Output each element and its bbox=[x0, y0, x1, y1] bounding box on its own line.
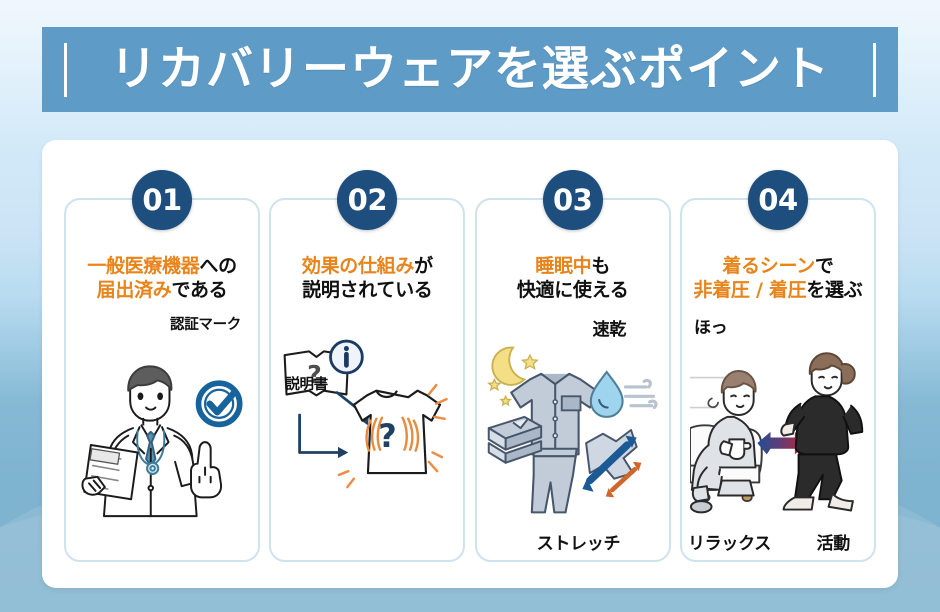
stretch-fabric-icon bbox=[582, 429, 641, 498]
stars-icon bbox=[486, 353, 539, 407]
title-banner: リカバリーウェアを選ぶポイント bbox=[42, 27, 898, 112]
card-02-heading: 効果の仕組みが 説明されている bbox=[302, 254, 433, 303]
cards-row: 01 一般医療機器への 届出済みである bbox=[42, 140, 898, 588]
card-02-heading-part-1: 効果の仕組み bbox=[301, 255, 415, 277]
card-01-heading-part-4: である bbox=[171, 279, 228, 302]
card-01-heading: 一般医療機器への 届出済みである bbox=[87, 254, 237, 303]
card-04-illustration: ほっ リラックス 活動 bbox=[688, 311, 866, 554]
card-04-heading-part-4: を選ぶ bbox=[806, 279, 863, 302]
card-04-relax-label: リラックス bbox=[687, 534, 771, 554]
card-03-illustration: 速乾 ストレッチ bbox=[485, 311, 661, 554]
card-03-heading-part-2: も bbox=[591, 255, 611, 277]
banner-rule-right-icon bbox=[873, 43, 876, 97]
pajamas-quickdry-stretch-icon bbox=[486, 346, 658, 514]
card-04-sigh-label: ほっ bbox=[693, 317, 728, 338]
booklet-question-glyph: ? bbox=[307, 361, 322, 390]
card-04-number-badge: 04 bbox=[747, 170, 808, 230]
card-01: 01 一般医療機器への 届出済みである bbox=[64, 170, 260, 562]
water-droplet-icon bbox=[589, 370, 624, 419]
card-02-booklet-label: 説明書 bbox=[285, 376, 328, 393]
card-03-heading-part-1: 睡眠中 bbox=[535, 255, 592, 277]
relax-versus-activity-icon bbox=[689, 352, 864, 514]
card-01-illustration: 認証マーク bbox=[74, 311, 250, 550]
card-01-number-badge: 01 bbox=[132, 170, 192, 230]
card-02-heading-part-3: 説明されている bbox=[302, 279, 433, 302]
page-title: リカバリーウェアを選ぶポイント bbox=[110, 42, 830, 97]
card-03: 03 睡眠中も 快適に使える bbox=[474, 170, 671, 562]
card-04-heading-part-2: で bbox=[814, 255, 834, 277]
card-03-heading-part-3: 快適に使える bbox=[516, 279, 629, 302]
card-01-heading-part-2: への bbox=[199, 255, 237, 277]
arrow-booklet-to-shirt-bottom bbox=[298, 413, 343, 455]
card-03-number-badge: 03 bbox=[542, 170, 603, 230]
card-04-heading-part-3: 非着圧 / 着圧 bbox=[693, 279, 807, 302]
moon-icon bbox=[491, 346, 526, 387]
card-03-heading: 睡眠中も 快適に使える bbox=[517, 254, 629, 303]
card-01-certification-label: 認証マーク bbox=[170, 316, 241, 333]
card-02-heading-part-2: が bbox=[414, 255, 433, 277]
card-02-illustration: ? bbox=[279, 311, 455, 550]
card-04-heading-part-1: 着るシーン bbox=[722, 255, 815, 277]
booklet-and-tshirt-icon: ? bbox=[283, 339, 449, 489]
shirt-question-glyph: ? bbox=[379, 417, 397, 455]
certification-check-icon bbox=[195, 380, 243, 428]
card-03-quickdry-label: 速乾 bbox=[592, 319, 627, 340]
cards-panel: 01 一般医療機器への 届出済みである bbox=[42, 140, 898, 588]
card-02-number-badge: 02 bbox=[337, 170, 398, 230]
card-04-activity-label: 活動 bbox=[816, 534, 851, 554]
card-04-heading: 着るシーンで 非着圧 / 着圧を選ぶ bbox=[694, 254, 863, 303]
card-03-stretch-label: ストレッチ bbox=[536, 534, 621, 554]
card-04: 04 着るシーンで 非着圧 / 着圧を選ぶ bbox=[679, 170, 876, 562]
info-circle-icon bbox=[329, 339, 365, 375]
card-01-heading-part-3: 届出済み bbox=[96, 279, 172, 302]
banner-rule-left-icon bbox=[64, 43, 67, 97]
card-01-heading-part-1: 一般医療機器 bbox=[87, 255, 200, 277]
wind-lines-icon bbox=[623, 379, 658, 410]
doctor-illustration-icon bbox=[81, 365, 243, 518]
card-02: 02 効果の仕組みが 説明されている ? bbox=[269, 170, 466, 562]
